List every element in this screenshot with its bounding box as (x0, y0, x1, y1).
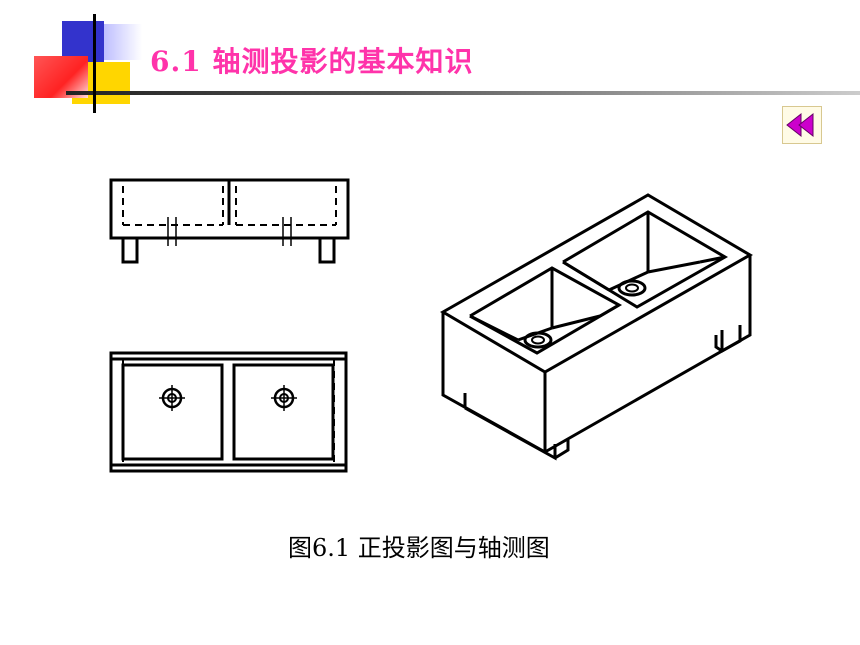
slide-title: 6.1 轴测投影的基本知识 (150, 45, 474, 78)
decor-vertical-line (93, 14, 96, 113)
double-left-arrow-icon (786, 112, 814, 138)
top-view-drawing (109, 351, 348, 473)
axonometric-view-drawing (440, 193, 753, 461)
back-button[interactable] (782, 106, 822, 144)
figure-caption: 图6.1 正投影图与轴测图 (288, 534, 550, 562)
decor-fade-block (102, 24, 142, 60)
front-view-drawing (109, 178, 350, 264)
title-underline (66, 91, 860, 95)
